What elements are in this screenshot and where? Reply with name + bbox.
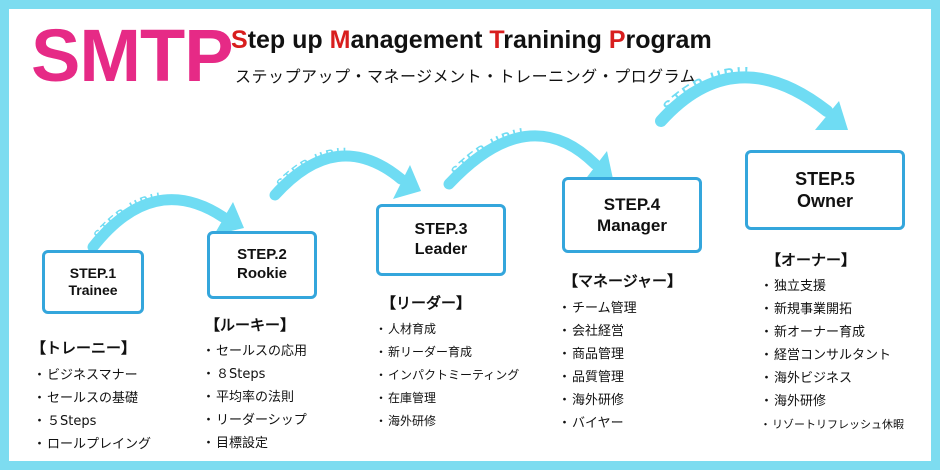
skill-item: 経営コンサルタント	[760, 344, 904, 367]
step-1-box: STEP.1 Trainee	[42, 250, 144, 314]
skill-item: 在庫管理	[375, 387, 519, 410]
role-title: 【リーダー】	[381, 294, 472, 312]
skill-list-step-3: 人材育成 新リーダー育成 インパクトミーティング 在庫管理 海外研修	[375, 318, 519, 433]
step-role: Rookie	[236, 265, 287, 282]
step-up-arrow: STEP UP!!	[660, 64, 848, 130]
title-part: M	[329, 26, 351, 54]
skill-item: 人材育成	[375, 318, 519, 341]
title-part: tep up	[247, 26, 330, 54]
step-up-label: STEP UP!!	[448, 125, 527, 179]
step-number: STEP.3	[414, 221, 468, 238]
logo: SMTP	[31, 14, 234, 97]
skill-item: 新オーナー育成	[760, 321, 904, 344]
title-part: ranining	[503, 26, 609, 54]
skill-item: 品質管理	[558, 366, 637, 389]
skill-item: 新リーダー育成	[375, 341, 519, 364]
skill-item: セールスの基礎	[33, 387, 151, 410]
step-up-arrow: STEP UP!!	[448, 125, 613, 184]
skill-item: バイヤー	[558, 412, 637, 435]
skill-item: 海外ビジネス	[760, 367, 904, 390]
skill-item: 海外研修	[760, 390, 904, 413]
step-role: Trainee	[68, 282, 118, 298]
step-3-box: STEP.3 Leader	[376, 204, 506, 276]
skill-item: リゾートリフレッシュ休暇	[760, 413, 904, 436]
step-number: STEP.5	[795, 168, 855, 189]
title-part: S	[231, 26, 248, 54]
program-subtitle: ステップアップ・マネージメント・トレーニング・プログラム	[235, 67, 697, 86]
skill-item: ８Steps	[202, 363, 307, 386]
step-up-label: STEP UP!!	[273, 145, 348, 191]
skill-list-step-5: 独立支援 新規事業開拓 新オーナー育成 経営コンサルタント 海外ビジネス 海外研…	[760, 275, 904, 436]
skill-item: リーダーシップ	[202, 409, 307, 432]
step-up-label: STEP UP!!	[91, 189, 164, 242]
skill-item: 会社経営	[558, 320, 637, 343]
skill-item: インパクトミーティング	[375, 364, 519, 387]
title-part: T	[489, 26, 504, 54]
step-up-label: STEP UP!!	[660, 64, 751, 115]
step-role: Manager	[597, 216, 667, 235]
role-title: 【オーナー】	[766, 251, 857, 269]
skill-item: 目標設定	[202, 432, 307, 455]
skill-item: チーム管理	[558, 297, 637, 320]
step-number: STEP.1	[69, 264, 117, 281]
step-5-box: STEP.5 Owner	[745, 150, 905, 230]
title-part: P	[608, 26, 626, 54]
step-number: STEP.4	[603, 194, 661, 214]
skill-item: 独立支援	[760, 275, 904, 298]
title-part: anagement	[350, 26, 490, 54]
skill-item: 海外研修	[375, 410, 519, 433]
skill-list-step-4: チーム管理 会社経営 商品管理 品質管理 海外研修 バイヤー	[558, 297, 637, 435]
skill-list-step-2: セールスの応用 ８Steps 平均率の法則 リーダーシップ 目標設定	[202, 340, 307, 455]
role-title: 【トレーニー】	[31, 339, 137, 357]
skill-item: 平均率の法則	[202, 386, 307, 409]
skill-item: 商品管理	[558, 343, 637, 366]
skill-item: ビジネスマナー	[33, 364, 151, 387]
program-title: Step up Management Tranining Program	[231, 28, 712, 53]
skill-item: ロールプレイング	[33, 433, 151, 456]
skill-list-step-1: ビジネスマナー セールスの基礎 ５Steps ロールプレイング	[33, 364, 151, 456]
skill-item: 新規事業開拓	[760, 298, 904, 321]
step-2-box: STEP.2 Rookie	[207, 231, 317, 299]
skill-item: ５Steps	[33, 410, 151, 433]
step-up-arrow: STEP UP!!	[273, 145, 421, 199]
step-number: STEP.2	[237, 246, 287, 264]
step-up-arrows: STEP UP!! STEP UP!! STEP UP!! STEP UP!!	[9, 64, 848, 461]
skill-item: セールスの応用	[202, 340, 307, 363]
skill-item: 海外研修	[558, 389, 637, 412]
step-role: Leader	[414, 241, 468, 258]
step-role: Owner	[796, 191, 853, 211]
title-part: rogram	[625, 26, 712, 54]
role-title: 【ルーキー】	[205, 316, 296, 334]
role-title: 【マネージャー】	[563, 272, 682, 290]
step-4-box: STEP.4 Manager	[562, 177, 702, 253]
